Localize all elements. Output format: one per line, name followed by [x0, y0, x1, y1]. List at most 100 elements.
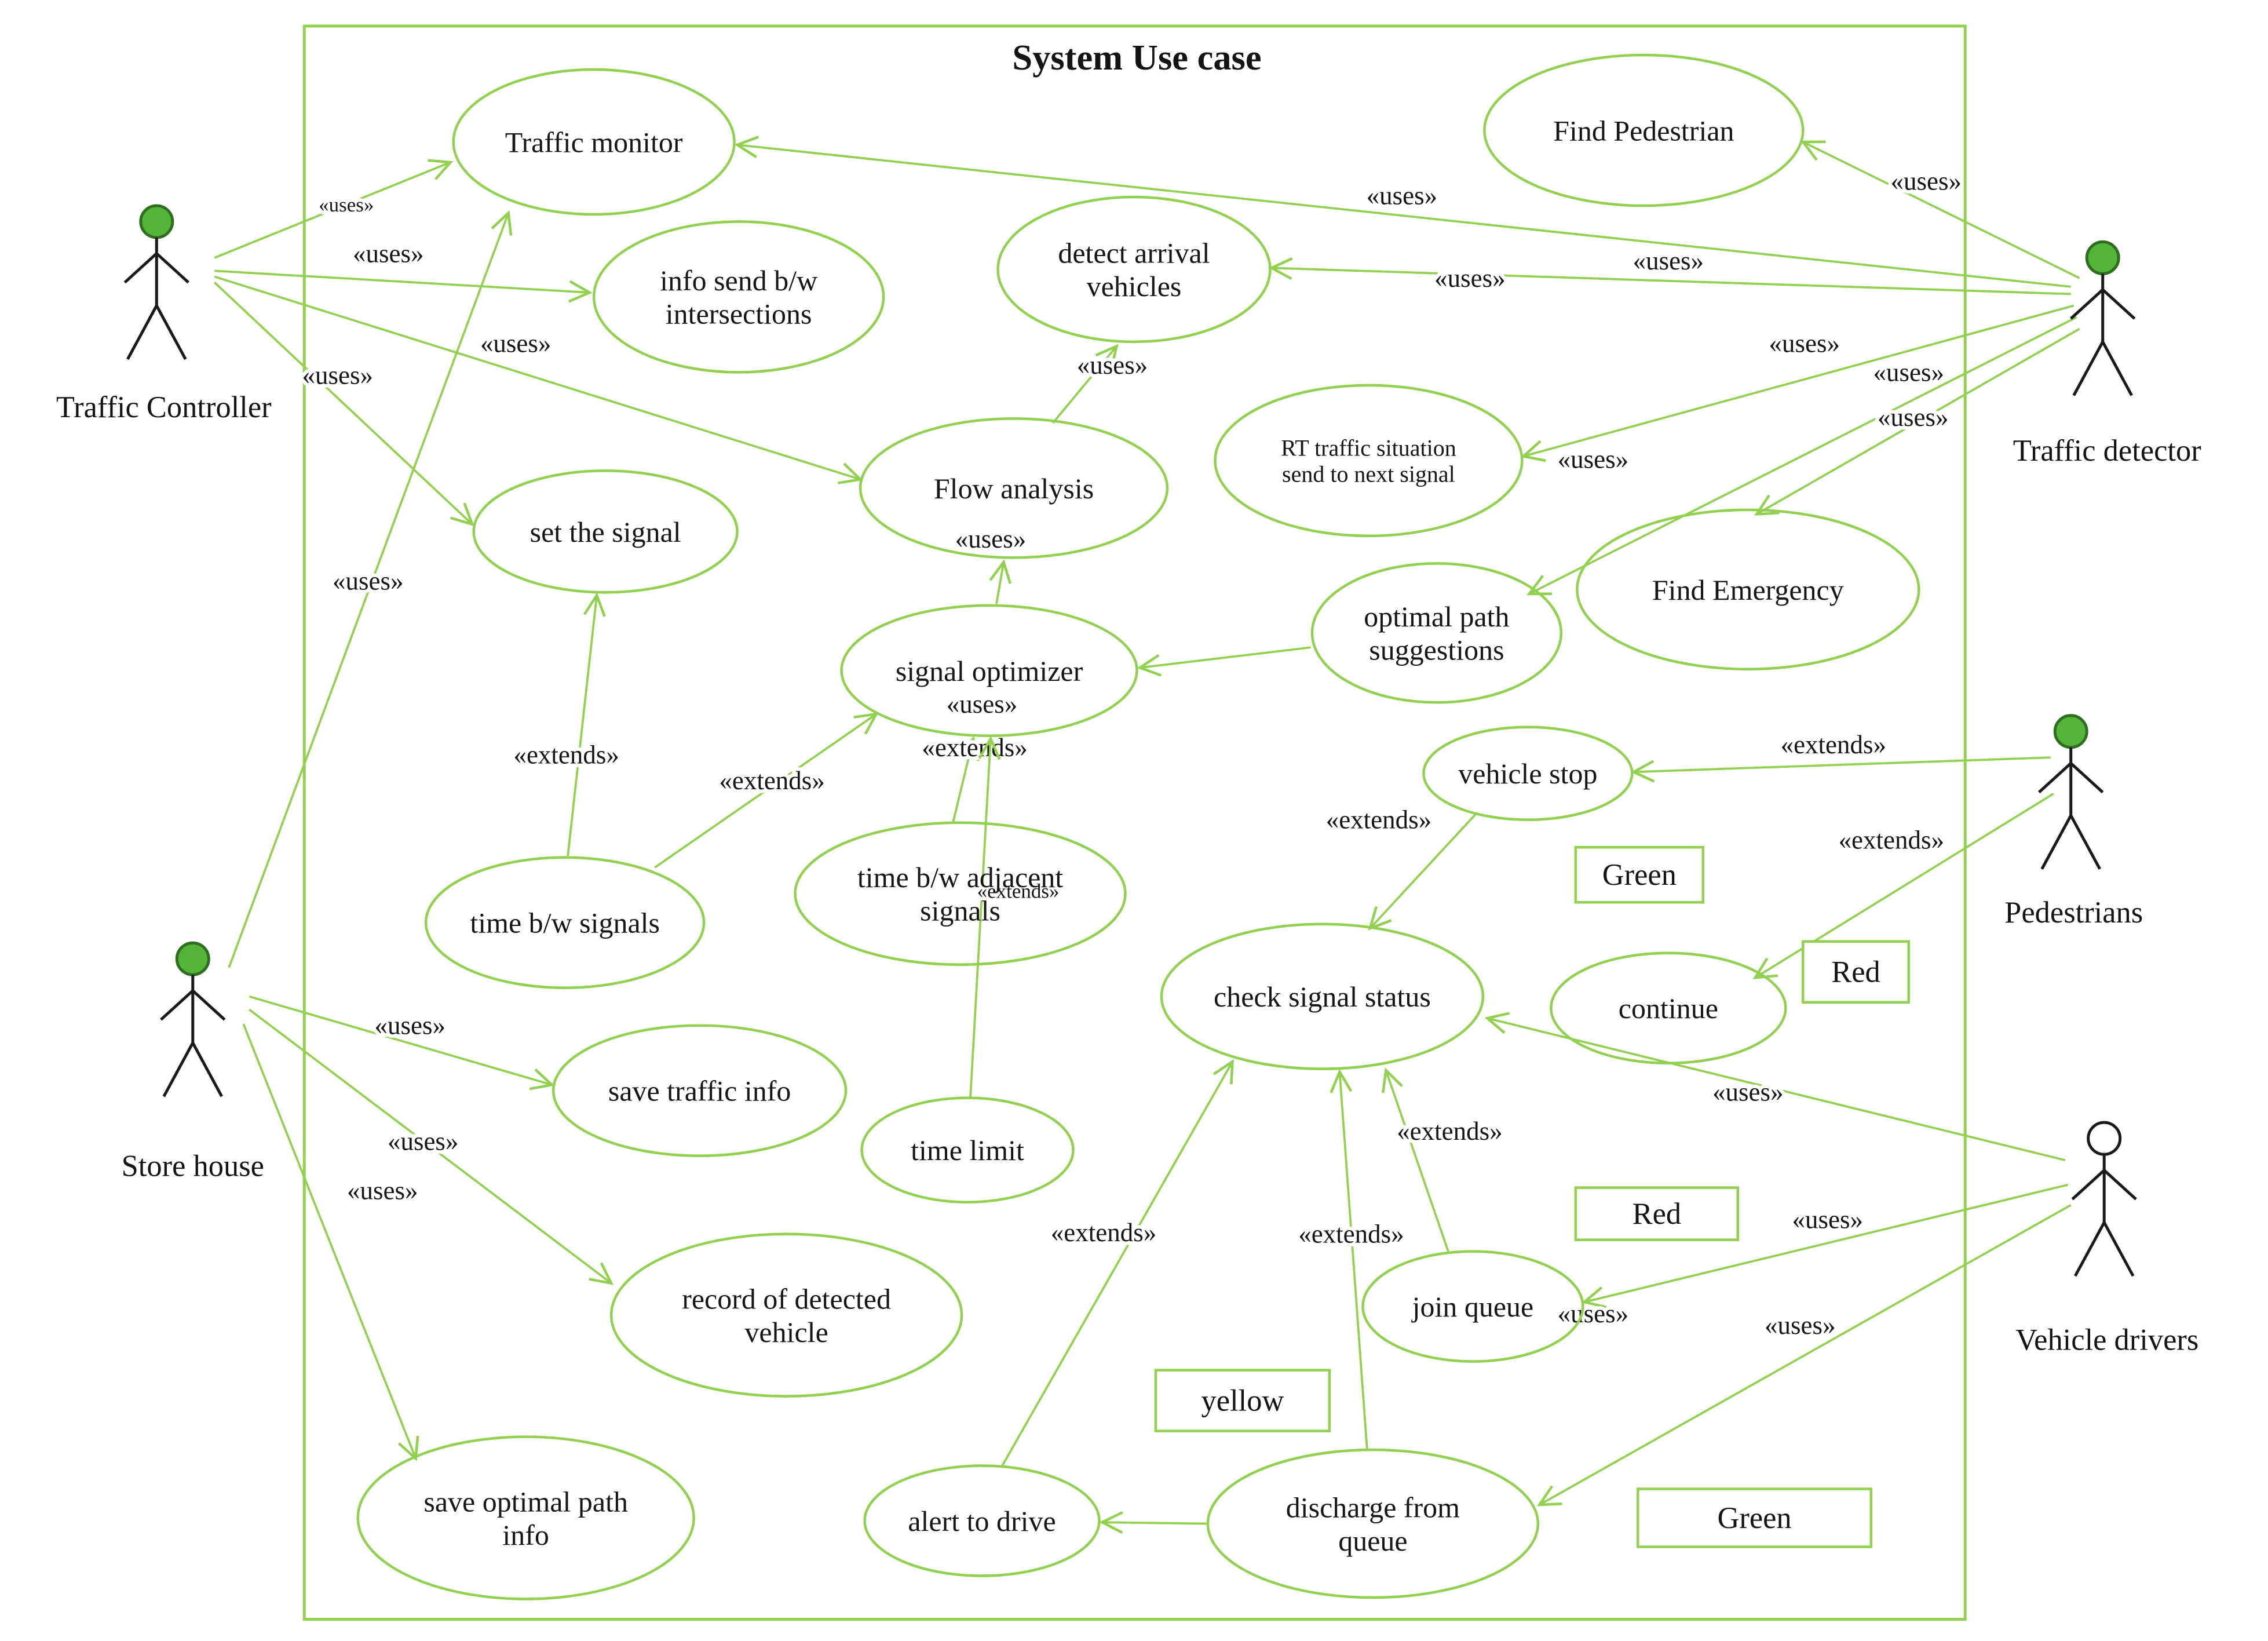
- edge-label-traffic-controller-set-signal: «uses»: [302, 360, 373, 389]
- use-case-label: vehicle stop: [1458, 757, 1597, 790]
- edge-join-queue-to-check-signal: [1382, 1067, 1449, 1252]
- system-boundary: [302, 24, 1967, 1621]
- floating-edge-label: «uses»: [1434, 264, 1505, 293]
- edge-traffic-detector-to-detect-arrival: [1268, 257, 2071, 296]
- edge-label-traffic-detector-rt-traffic: «uses»: [1769, 329, 1840, 358]
- use-case-ellipse: [609, 1232, 963, 1398]
- use-case-ellipse: [1310, 562, 1563, 704]
- edge-label-vehicle-drivers-discharge-queue: «uses»: [1765, 1311, 1835, 1340]
- edge-store-house-to-save-optimal: [242, 1023, 419, 1461]
- use-case-join-queue: join queue: [1361, 1250, 1584, 1363]
- signal-box-yellow-3: yellow: [1154, 1369, 1331, 1432]
- use-case-ellipse: [452, 68, 736, 216]
- signal-box-label: Green: [1602, 858, 1677, 892]
- edge-signal-optimizer-to-flow-analysis: [989, 559, 1011, 604]
- edge-label-time-bw-signals-set-signal: «extends»: [513, 740, 619, 769]
- actor-head: [2053, 714, 2088, 749]
- use-case-label: continue: [1619, 992, 1718, 1024]
- edge-label-store-house-save-optimal: «uses»: [347, 1176, 418, 1205]
- edge-label-traffic-detector-find-emergency: «uses»: [1878, 403, 1948, 432]
- edge-label-pedestrians-continue: «extends»: [1839, 826, 1944, 855]
- use-case-set-signal: set the signal: [472, 469, 739, 594]
- use-case-ellipse: [859, 417, 1169, 559]
- edge-label-store-house-record-detected: «uses»: [388, 1127, 458, 1156]
- edge-label-discharge-queue-check-signal: «extends»: [1298, 1220, 1404, 1249]
- edge-label-store-house-traffic-monitor: «uses»: [333, 566, 403, 595]
- floating-edge-label: «uses»: [1558, 444, 1628, 473]
- actor-traffic-controller: Traffic Controller: [56, 204, 272, 424]
- edge-traffic-controller-to-set-signal: [213, 282, 474, 527]
- use-case-label: time limit: [911, 1134, 1024, 1166]
- use-case-label: save traffic info: [608, 1075, 791, 1107]
- use-case-label: Traffic monitor: [505, 126, 683, 158]
- signal-box-label: Green: [1717, 1501, 1791, 1535]
- use-case-signal-optimizer: signal optimizer: [840, 604, 1138, 738]
- actor-traffic-detector: Traffic detector: [2013, 240, 2201, 468]
- use-case-ellipse: [424, 856, 706, 989]
- edge-label-traffic-detector-detect-arrival: «uses»: [1633, 246, 1704, 275]
- use-case-label: Find Pedestrian: [1553, 114, 1734, 147]
- stick-figure-icon: [2071, 1121, 2137, 1277]
- actor-head: [2087, 1121, 2122, 1156]
- edge-label-traffic-detector-traffic-monitor: «uses»: [1367, 181, 1437, 210]
- edge-traffic-detector-to-rt-traffic: [1521, 304, 2075, 462]
- use-case-vehicle-stop: vehicle stop: [1422, 725, 1634, 821]
- use-case-ellipse: [592, 220, 885, 374]
- use-case-ellipse: [472, 469, 739, 594]
- edge-traffic-detector-to-find-pedestrian: [1800, 140, 2080, 279]
- use-case-ellipse: [1576, 508, 1920, 671]
- signal-box-rect: [1574, 1186, 1740, 1241]
- stick-figure-icon: [2070, 240, 2136, 396]
- stick-figure-icon: [123, 204, 189, 360]
- use-case-ellipse: [863, 1464, 1101, 1577]
- edge-label-time-bw-adjacent-signal-optimizer: «extends»: [922, 733, 1027, 762]
- signal-box-label: yellow: [1201, 1384, 1284, 1418]
- use-case-label: signal optimizer: [896, 655, 1083, 687]
- edge-label-pedestrians-vehicle-stop: «extends»: [1781, 730, 1886, 759]
- signal-box-rect: [1154, 1369, 1331, 1432]
- use-case-ellipse: [1550, 951, 1787, 1064]
- use-case-alert-drive: alert to drive: [863, 1464, 1101, 1577]
- use-case-ellipse: [860, 1096, 1075, 1204]
- use-case-find-emergency: Find Emergency: [1576, 508, 1920, 671]
- edge-traffic-detector-to-optimal-path: [1526, 316, 2077, 596]
- edge-discharge-queue-to-check-signal: [1330, 1069, 1368, 1450]
- edge-label-time-limit-signal-optimizer: «extends»: [977, 880, 1060, 903]
- edge-traffic-controller-to-flow-analysis: [214, 275, 863, 484]
- edge-traffic-detector-to-find-emergency: [1754, 327, 2080, 516]
- edge-label-store-house-save-traffic: «uses»: [374, 1011, 445, 1040]
- edge-traffic-controller-to-traffic-monitor: [214, 159, 454, 259]
- use-case-label: join queue: [1411, 1290, 1534, 1323]
- use-case-label: check signal status: [1214, 980, 1431, 1013]
- use-case-label: set the signal: [530, 516, 681, 548]
- floating-edge-label: «uses»: [947, 690, 1017, 719]
- edge-store-house-to-traffic-monitor: [228, 210, 513, 968]
- edge-vehicle-drivers-to-join-queue: [1581, 1183, 2069, 1309]
- edge-label-traffic-controller-traffic-monitor: «uses»: [319, 194, 374, 216]
- signal-box-red-1: Red: [1802, 940, 1911, 1004]
- edge-label-vehicle-drivers-join-queue: «uses»: [1792, 1205, 1863, 1234]
- use-case-ellipse: [356, 1435, 695, 1600]
- use-case-label: time b/w signals: [470, 907, 660, 939]
- edge-store-house-to-record-detected: [249, 1008, 614, 1285]
- edge-label-traffic-controller-info-send: «uses»: [353, 239, 423, 268]
- use-case-ellipse: [840, 604, 1138, 738]
- edge-optimal-path-to-signal-optimizer: [1137, 646, 1311, 677]
- edge-label-alert-drive-check-signal: «extends»: [1051, 1218, 1156, 1247]
- edge-label-flow-analysis-detect-arrival: «uses»: [1077, 351, 1148, 380]
- stick-figure-icon: [160, 941, 226, 1097]
- use-case-label: Find Emergency: [1652, 574, 1844, 606]
- actor-label-pedestrians: Pedestrians: [2004, 896, 2143, 929]
- use-case-label: alert to drive: [908, 1505, 1056, 1537]
- edge-vehicle-stop-to-check-signal: [1368, 811, 1478, 931]
